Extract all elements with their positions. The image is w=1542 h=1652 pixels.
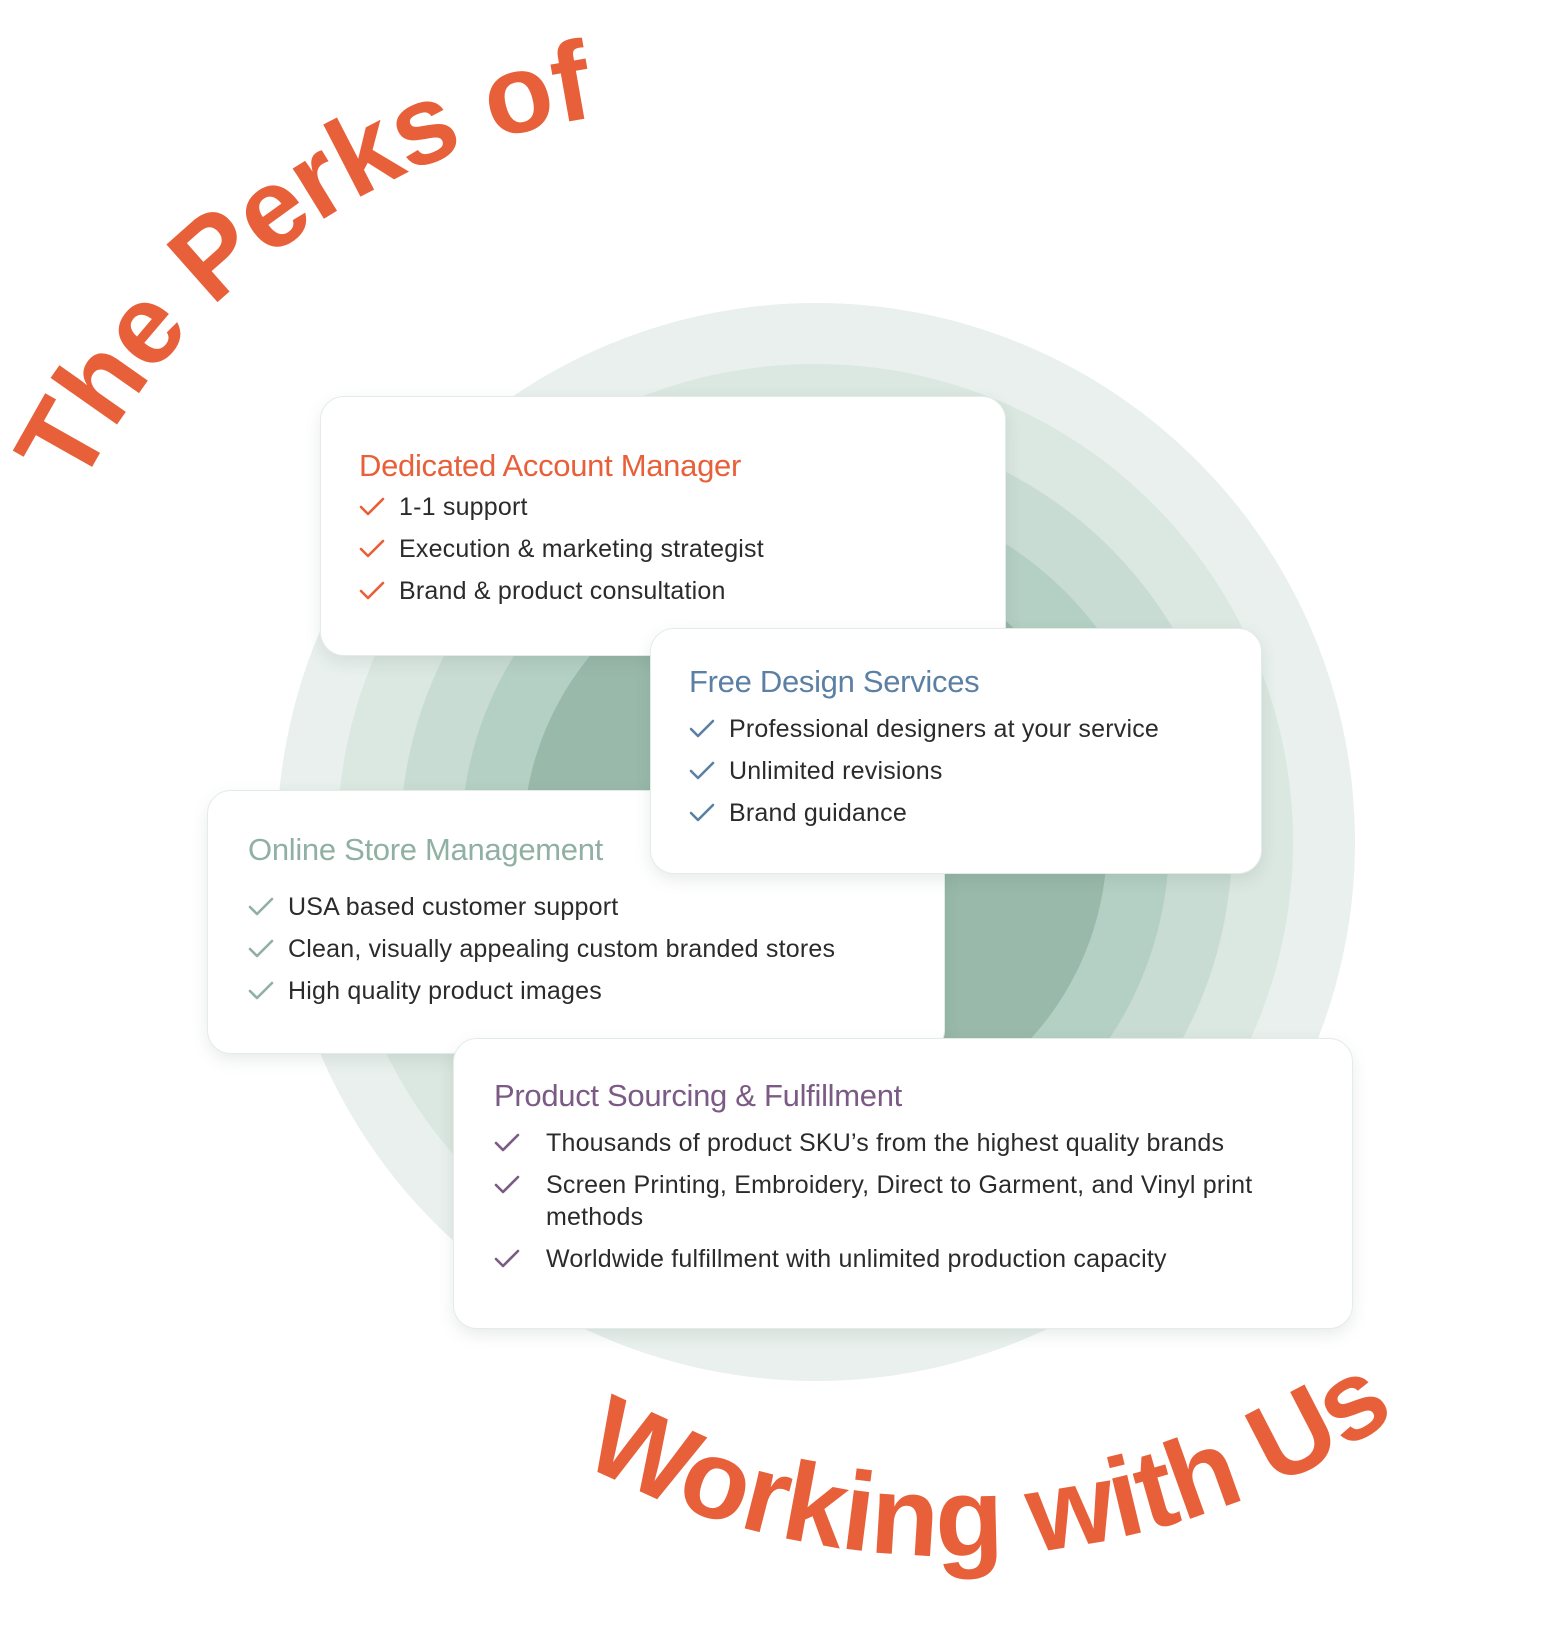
design-services-list: Professional designers at your service U…	[689, 713, 1261, 829]
list-item-label: Brand guidance	[729, 799, 907, 827]
list-item: Execution & marketing strategist	[359, 533, 1005, 565]
list-item-label: 1-1 support	[399, 493, 528, 521]
check-icon	[689, 719, 715, 738]
check-icon	[494, 1249, 520, 1268]
product-sourcing-list: Thousands of product SKU’s from the high…	[494, 1127, 1352, 1275]
check-icon	[359, 581, 385, 600]
headline-line-2-path: Working with Us	[569, 1332, 1410, 1581]
list-item: Thousands of product SKU’s from the high…	[494, 1127, 1306, 1159]
product-sourcing-card: Product Sourcing & Fulfillment Thousands…	[453, 1038, 1353, 1329]
list-item-label: Professional designers at your service	[729, 715, 1160, 743]
list-item: Unlimited revisions	[689, 755, 1261, 787]
list-item-label: Thousands of product SKU’s from the high…	[546, 1129, 1225, 1157]
product-sourcing-title: Product Sourcing & Fulfillment	[494, 1078, 902, 1113]
list-item: Worldwide fulfillment with unlimited pro…	[494, 1243, 1306, 1275]
list-item: Professional designers at your service	[689, 713, 1261, 745]
list-item-label: High quality product images	[288, 977, 602, 1005]
account-manager-list: 1-1 support Execution & marketing strate…	[359, 491, 1005, 607]
list-item: Brand & product consultation	[359, 575, 1005, 607]
check-icon	[689, 803, 715, 822]
check-icon	[248, 981, 274, 1000]
check-icon	[494, 1133, 520, 1152]
list-item: Clean, visually appealing custom branded…	[248, 933, 944, 965]
headline-line-2: Working with Us	[569, 1332, 1409, 1581]
list-item: USA based customer support	[248, 891, 944, 923]
list-item-label: Unlimited revisions	[729, 757, 943, 785]
list-item-label: Brand & product consultation	[399, 577, 726, 605]
list-item-label: Execution & marketing strategist	[399, 535, 764, 563]
list-item: Screen Printing, Embroidery, Direct to G…	[494, 1169, 1306, 1233]
account-manager-title: Dedicated Account Manager	[359, 448, 741, 483]
list-item-label: USA based customer support	[288, 893, 619, 921]
online-store-list: USA based customer support Clean, visual…	[248, 891, 944, 1007]
check-icon	[359, 497, 385, 516]
check-icon	[248, 939, 274, 958]
list-item-label: Screen Printing, Embroidery, Direct to G…	[546, 1171, 1253, 1231]
list-item-label: Worldwide fulfillment with unlimited pro…	[546, 1245, 1167, 1273]
check-icon	[494, 1175, 520, 1194]
online-store-card: Online Store Management USA based custom…	[207, 790, 945, 1054]
check-icon	[689, 761, 715, 780]
online-store-title: Online Store Management	[248, 832, 603, 867]
check-icon	[248, 897, 274, 916]
design-services-title: Free Design Services	[689, 664, 980, 699]
check-icon	[359, 539, 385, 558]
account-manager-card: Dedicated Account Manager 1-1 support Ex…	[320, 396, 1006, 656]
list-item: 1-1 support	[359, 491, 1005, 523]
list-item-label: Clean, visually appealing custom branded…	[288, 935, 836, 963]
list-item: High quality product images	[248, 975, 944, 1007]
design-services-card: Free Design Services Professional design…	[650, 628, 1262, 874]
list-item: Brand guidance	[689, 797, 1261, 829]
